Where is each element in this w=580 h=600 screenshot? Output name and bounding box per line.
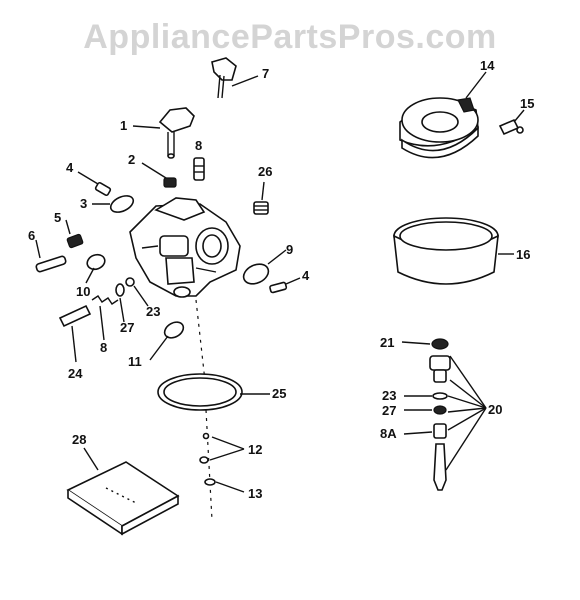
label-23-left: 23 — [146, 304, 160, 319]
leader-23a — [133, 285, 149, 307]
leader-12a — [211, 436, 245, 450]
part-13-small-part — [204, 478, 216, 486]
assembly-axis-2 — [205, 409, 213, 521]
leader-6 — [35, 239, 41, 259]
leader-2 — [141, 162, 167, 179]
label-2: 2 — [128, 152, 135, 167]
part-26-spring — [253, 201, 269, 215]
label-23-right: 23 — [382, 388, 396, 403]
leader-5a — [65, 219, 71, 235]
part-11-gasket — [163, 321, 185, 339]
part-23-washer-right — [432, 392, 448, 400]
part-10-disk — [86, 253, 106, 271]
part-14-cover — [399, 97, 479, 159]
leader-4b — [285, 277, 301, 285]
leader-21 — [401, 341, 431, 345]
label-15: 15 — [520, 96, 534, 111]
label-16: 16 — [516, 247, 530, 262]
callout-labels: 7 1 8 2 4 26 3 5 6 9 4 10 23 27 8 11 24 … — [28, 58, 534, 501]
part-28-repair-kit-card — [66, 461, 180, 536]
watermark: AppliancePartsPros.com — [83, 18, 497, 56]
leader-26 — [261, 181, 265, 201]
part-1-throttle-lever — [158, 107, 195, 159]
label-9: 9 — [286, 242, 293, 257]
part-9-plate — [242, 263, 270, 285]
part-20-screw — [429, 355, 451, 383]
part-25-ring-gasket — [157, 373, 243, 411]
label-25: 25 — [272, 386, 286, 401]
part-8-upper-pin — [193, 157, 205, 181]
part-6-pin — [35, 255, 67, 273]
leader-24 — [71, 325, 77, 363]
label-27-right: 27 — [382, 403, 396, 418]
part-5-lower-spring — [91, 295, 119, 305]
label-5-upper: 5 — [54, 210, 61, 225]
leader-12b — [209, 448, 245, 461]
part-23-washer — [125, 277, 135, 287]
part-12-small-parts — [199, 432, 210, 464]
label-28: 28 — [72, 432, 86, 447]
label-26: 26 — [258, 164, 272, 179]
label-11: 11 — [128, 354, 142, 369]
part-15-screw — [498, 118, 524, 136]
part-16-filter — [393, 217, 499, 285]
leader-7 — [231, 75, 259, 87]
label-8A: 8A — [380, 426, 397, 441]
label-12: 12 — [248, 442, 262, 457]
part-2-small-part — [163, 177, 177, 188]
label-4-lower: 4 — [302, 268, 310, 283]
leader-28 — [83, 447, 99, 471]
leader-8A — [403, 431, 433, 435]
leader-11 — [149, 335, 169, 361]
leaders-20 — [445, 355, 487, 471]
part-8A-pin — [433, 423, 447, 439]
leader-9 — [267, 249, 287, 265]
label-4-upper: 4 — [66, 160, 74, 175]
carburetor-body — [129, 197, 241, 298]
label-13: 13 — [248, 486, 262, 501]
leader-10 — [85, 267, 95, 284]
leader-15 — [513, 109, 525, 123]
leader-5b — [99, 305, 105, 341]
part-3-plate — [109, 195, 135, 213]
part-24-needle — [58, 304, 92, 328]
leader-13 — [215, 481, 245, 493]
part-needle-valve — [433, 443, 447, 491]
label-21: 21 — [380, 335, 394, 350]
label-5-lower: 8 — [100, 340, 107, 355]
leader-4a — [77, 171, 99, 185]
label-27-left: 27 — [120, 320, 134, 335]
leader-1 — [132, 125, 161, 129]
label-7: 7 — [262, 66, 269, 81]
leader-27a — [119, 297, 125, 323]
part-4-lower-screw — [269, 281, 288, 294]
leader-14 — [465, 71, 487, 99]
label-6: 6 — [28, 228, 35, 243]
part-5-spring — [66, 233, 84, 249]
label-10: 10 — [76, 284, 90, 299]
label-24: 24 — [68, 366, 83, 381]
label-8-upper: 8 — [195, 138, 202, 153]
label-14: 14 — [480, 58, 495, 73]
part-7-screw — [211, 57, 237, 99]
part-4-upper-screw — [94, 181, 112, 197]
part-21-cap — [431, 338, 449, 350]
part-27-ring-right — [433, 405, 447, 415]
label-3: 3 — [80, 196, 87, 211]
label-20: 20 — [488, 402, 502, 417]
part-27-ring — [115, 283, 125, 297]
label-1: 1 — [120, 118, 127, 133]
